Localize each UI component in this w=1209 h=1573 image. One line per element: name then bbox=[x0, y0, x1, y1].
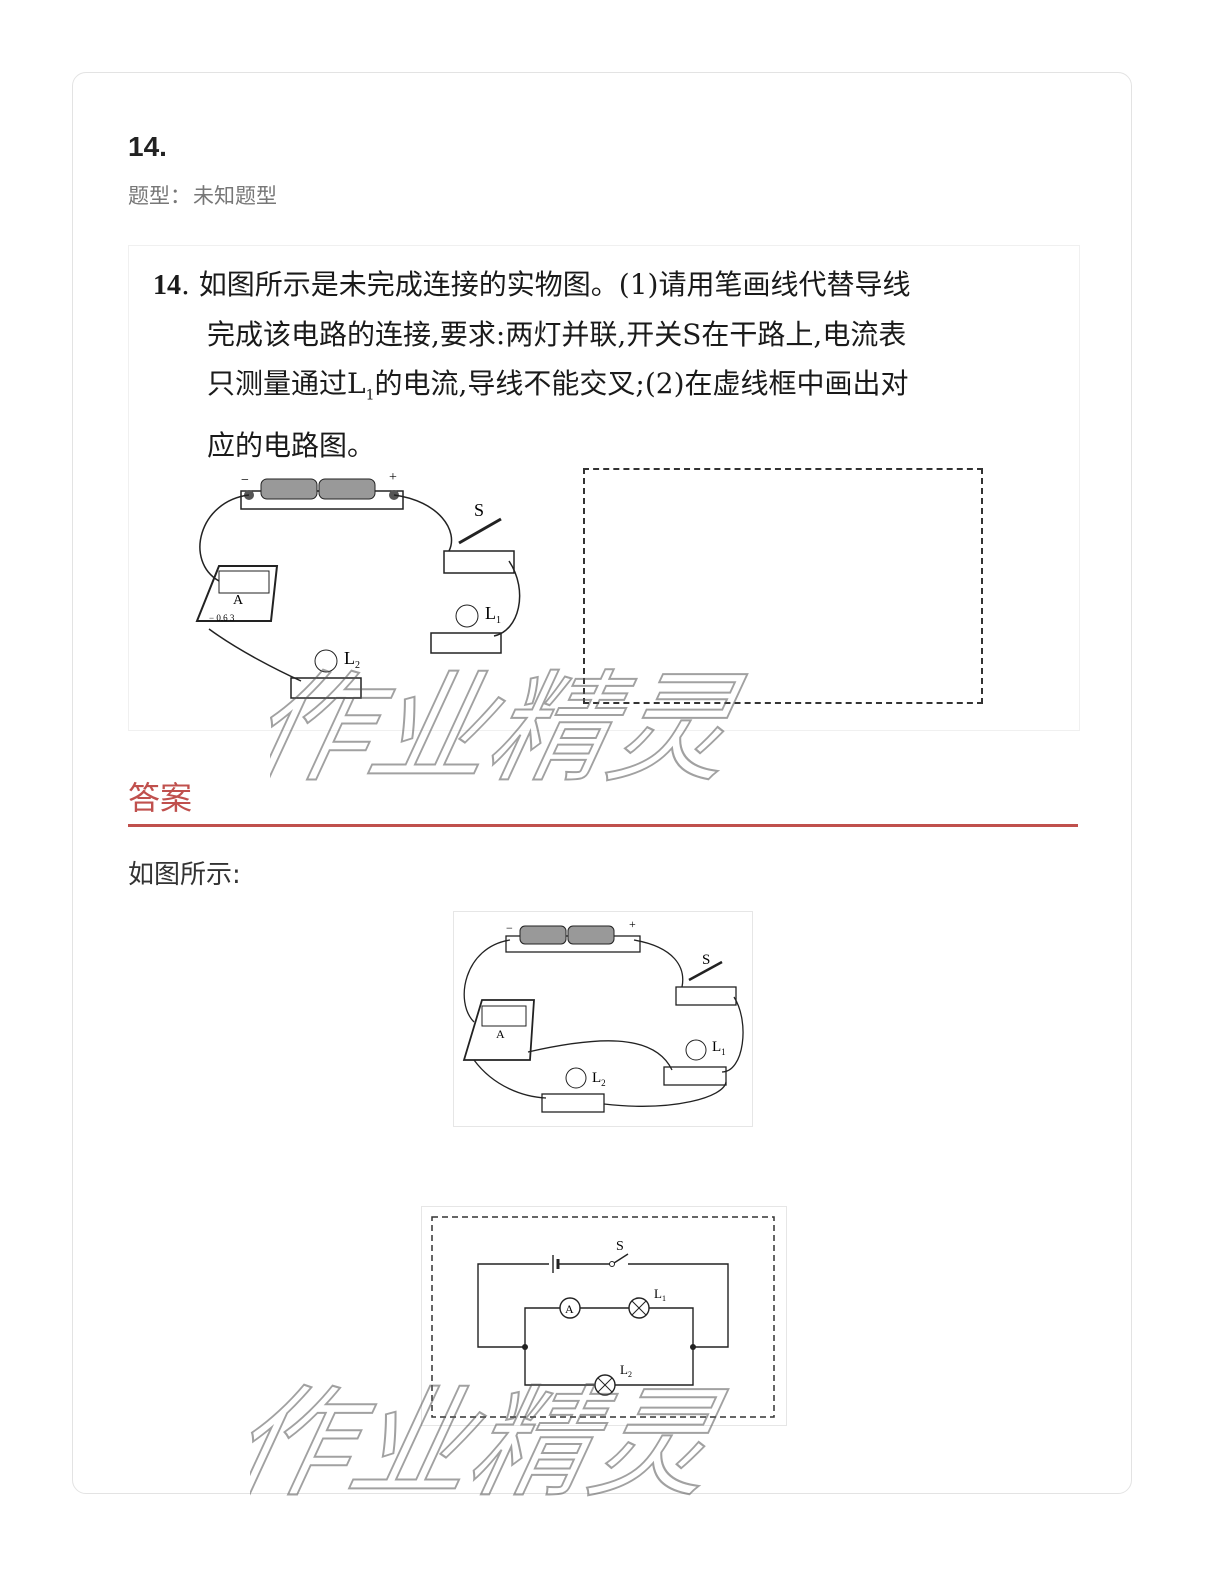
question-line-3b: 的电流,导线不能交叉;(2)在虚线框中画出对 bbox=[374, 367, 909, 400]
switch-label: S bbox=[474, 500, 484, 520]
ammeter-scale: − 0.6 3 bbox=[209, 613, 235, 623]
answer-physical-circuit-image: − + S A L1 L2 bbox=[453, 911, 753, 1127]
wire bbox=[633, 939, 684, 988]
lamp-l2-base bbox=[290, 677, 362, 699]
lamp-l1-base bbox=[430, 632, 502, 654]
question-type-value: 未知题型 bbox=[193, 184, 277, 208]
wire bbox=[393, 494, 453, 552]
lamp-l1-bulb bbox=[455, 604, 479, 628]
wire bbox=[603, 1081, 727, 1107]
lamp-l1-bulb bbox=[685, 1039, 707, 1061]
switch-lever bbox=[458, 517, 502, 545]
lamp-l1-label: L1 bbox=[485, 603, 501, 626]
junction-dot bbox=[690, 1344, 696, 1350]
battery-cell bbox=[567, 925, 615, 945]
answer-title: 答案 bbox=[128, 779, 193, 817]
wire bbox=[463, 939, 511, 1023]
schematic-wire bbox=[615, 1347, 694, 1386]
plus-sign: + bbox=[629, 917, 636, 931]
lamp-l1-label: L1 bbox=[712, 1039, 726, 1057]
ammeter-label: A bbox=[233, 593, 244, 608]
ammeter-dial bbox=[481, 1005, 527, 1027]
schematic-wire bbox=[477, 1263, 549, 1348]
answer-text: 如图所示: bbox=[128, 860, 241, 890]
switch-blade bbox=[613, 1253, 629, 1264]
lamp-l1-label: L1 bbox=[654, 1286, 666, 1303]
schematic-wire bbox=[524, 1347, 595, 1386]
lamp-cross bbox=[597, 1377, 613, 1393]
question-card: 14. 题型：未知题型 14. 如图所示是未完成连接的实物图。(1)请用笔画线代… bbox=[72, 72, 1132, 1494]
lamp-l2-base bbox=[541, 1093, 605, 1113]
switch-base bbox=[443, 550, 515, 574]
wire bbox=[527, 1040, 673, 1071]
switch-lever bbox=[688, 960, 723, 982]
wire bbox=[721, 996, 744, 1073]
battery-cell bbox=[318, 478, 376, 500]
minus-sign: − bbox=[506, 921, 513, 935]
ammeter-label: A bbox=[565, 1302, 574, 1316]
schematic-wire bbox=[649, 1307, 694, 1347]
question-image: 14. 如图所示是未完成连接的实物图。(1)请用笔画线代替导线 完成该电路的连接… bbox=[128, 245, 1080, 731]
question-line-1: . 如图所示是未完成连接的实物图。(1)请用笔画线代替导线 bbox=[181, 268, 911, 301]
answer-schematic-image: S A L1 L2 bbox=[421, 1206, 787, 1426]
question-line-3-sub: 1 bbox=[365, 387, 375, 404]
question-line-2: 完成该电路的连接,要求:两灯并联,开关S在干路上,电流表 bbox=[207, 318, 907, 351]
lamp-l2-label: L2 bbox=[620, 1362, 632, 1379]
lamp-l2-label: L2 bbox=[344, 648, 360, 671]
lamp-l1-base bbox=[663, 1066, 727, 1086]
ammeter-dial bbox=[218, 570, 270, 594]
wire bbox=[199, 494, 250, 582]
switch-label: S bbox=[702, 952, 710, 968]
wire bbox=[493, 560, 521, 637]
schematic-dashed-frame bbox=[431, 1216, 775, 1418]
question-inline-number: 14 bbox=[153, 270, 181, 301]
junction-dot bbox=[522, 1344, 528, 1350]
switch-label: S bbox=[616, 1239, 624, 1254]
schematic-wire bbox=[524, 1307, 560, 1347]
wire bbox=[473, 1059, 547, 1099]
question-type: 题型：未知题型 bbox=[128, 180, 279, 210]
question-circuit-figure: − + S A − 0.6 3 L1 L2 bbox=[195, 471, 521, 699]
question-text: 14. 如图所示是未完成连接的实物图。(1)请用笔画线代替导线 完成该电路的连接… bbox=[153, 260, 1013, 470]
ammeter-label: A bbox=[496, 1027, 505, 1041]
question-line-4: 应的电路图。 bbox=[207, 428, 376, 462]
lamp-cross bbox=[631, 1300, 647, 1316]
schematic-wire bbox=[628, 1263, 729, 1348]
wire bbox=[208, 628, 302, 682]
lamp-l2-label: L2 bbox=[592, 1070, 606, 1088]
lamp-l2-bulb bbox=[314, 649, 338, 673]
switch-pivot bbox=[609, 1261, 615, 1267]
plus-sign: + bbox=[389, 471, 397, 485]
question-line-3a: 只测量通过L bbox=[207, 367, 366, 400]
question-number: 14. bbox=[128, 131, 167, 162]
switch-base bbox=[675, 986, 737, 1006]
answer-divider bbox=[128, 824, 1078, 827]
answer-dashed-box bbox=[583, 468, 983, 704]
question-type-label: 题型： bbox=[128, 184, 191, 208]
minus-sign: − bbox=[241, 473, 249, 488]
battery-cell bbox=[519, 925, 567, 945]
lamp-l2-bulb bbox=[565, 1067, 587, 1089]
battery-cell bbox=[260, 478, 318, 500]
